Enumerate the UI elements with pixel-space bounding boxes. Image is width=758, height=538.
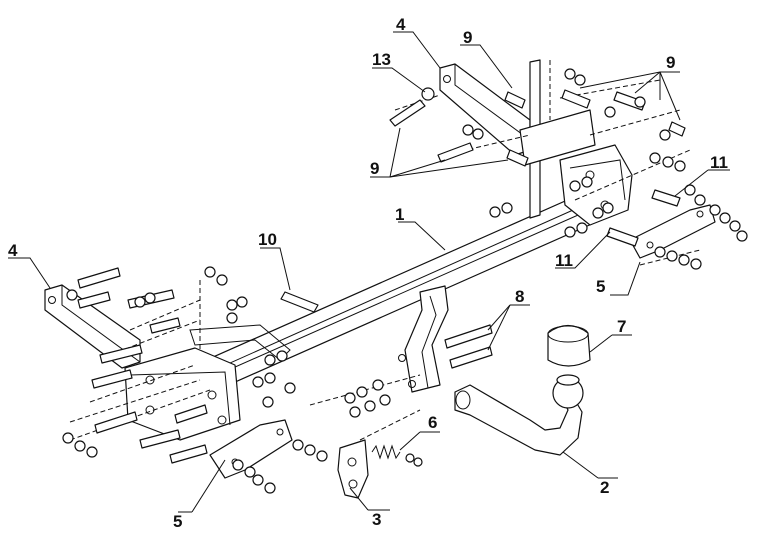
callout-4-left: 4 <box>8 241 18 260</box>
socket-plate <box>337 439 369 499</box>
callout-11-lower: 11 <box>555 251 573 270</box>
callout-1: 1 <box>395 205 404 224</box>
callout-9-left: 9 <box>370 159 379 178</box>
right-mounting-plate <box>559 144 633 226</box>
right-lower-bracket <box>629 204 716 259</box>
callout-6: 6 <box>428 413 437 432</box>
upper-strap <box>519 59 596 219</box>
callout-7: 7 <box>617 317 626 336</box>
tow-ball-arm <box>454 374 584 456</box>
callout-11-upper: 11 <box>710 153 728 172</box>
spring <box>371 444 423 467</box>
callout-10: 10 <box>258 230 277 249</box>
callout-leaders <box>8 31 730 513</box>
callout-5-right: 5 <box>596 277 605 296</box>
callout-9-top: 9 <box>463 28 472 47</box>
callout-8: 8 <box>515 287 524 306</box>
callout-3: 3 <box>372 510 381 529</box>
callout-labels: 1 2 3 4 4 5 5 6 7 8 9 9 9 10 11 11 13 <box>8 15 728 531</box>
callout-2: 2 <box>600 478 609 497</box>
callout-13: 13 <box>372 50 391 69</box>
callout-9-right: 9 <box>666 53 675 72</box>
center-socket-bracket <box>398 285 449 393</box>
callout-4-top: 4 <box>396 15 406 34</box>
upper-side-bracket <box>439 63 531 156</box>
fasteners <box>62 68 748 494</box>
left-mounting-plate <box>124 347 241 441</box>
ball-cover <box>547 324 591 367</box>
callout-5-left: 5 <box>173 512 182 531</box>
